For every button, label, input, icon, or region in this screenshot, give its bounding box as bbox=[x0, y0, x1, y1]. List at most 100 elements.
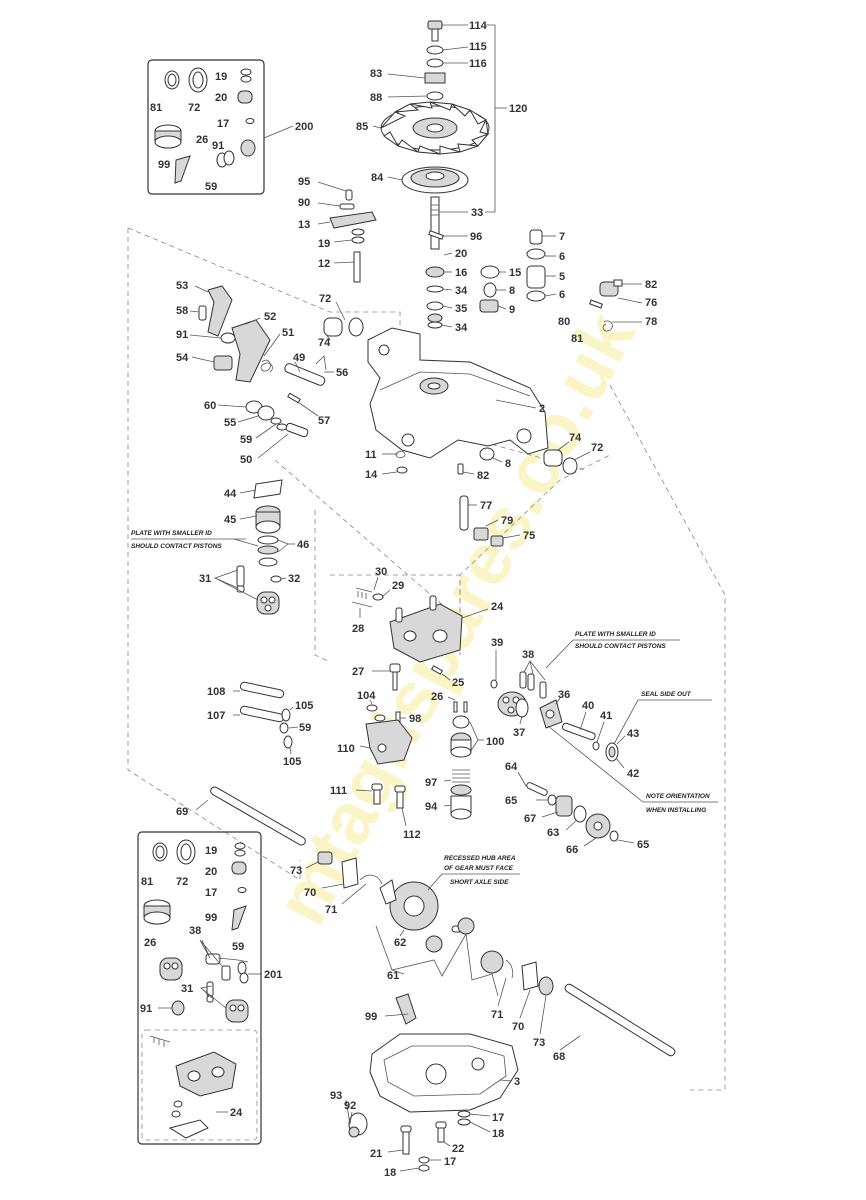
label-77: 77 bbox=[480, 500, 492, 512]
label-55: 55 bbox=[224, 417, 236, 429]
label-116: 116 bbox=[469, 58, 487, 70]
label-111: 111 bbox=[330, 785, 347, 797]
kit1-label-81: 81 bbox=[150, 102, 162, 114]
label-38-a: 38 bbox=[522, 649, 534, 661]
label-21: 21 bbox=[370, 1148, 382, 1160]
kit1-label-17: 17 bbox=[217, 118, 229, 130]
label-29: 29 bbox=[392, 580, 404, 592]
label-16: 16 bbox=[455, 267, 467, 279]
label-35: 35 bbox=[455, 303, 467, 315]
label-65-a: 65 bbox=[505, 795, 517, 807]
label-30: 30 bbox=[375, 566, 387, 578]
label-17-a: 17 bbox=[492, 1112, 504, 1124]
label-110: 110 bbox=[337, 743, 355, 755]
kit1-label-26: 26 bbox=[196, 134, 208, 146]
label-104: 104 bbox=[357, 690, 376, 702]
right-mid-parts: 77 79 75 bbox=[459, 495, 535, 547]
bracket-110: 104 98 110 bbox=[337, 690, 421, 765]
kit1-label-200: 200 bbox=[295, 121, 313, 133]
label-82-b: 82 bbox=[477, 470, 489, 482]
label-97: 97 bbox=[425, 777, 437, 789]
housing-small-parts: 11 14 8 82 bbox=[365, 447, 511, 482]
note-hub-1: RECESSED HUB AREA bbox=[444, 855, 516, 862]
label-70-b: 70 bbox=[512, 1021, 524, 1033]
label-92: 92 bbox=[344, 1100, 356, 1112]
label-71-b: 71 bbox=[491, 1009, 503, 1021]
right-pump-parts: 39 38 36 37 40 41 43 42 PLATE WITH SMALL… bbox=[490, 631, 718, 814]
label-68: 68 bbox=[553, 1051, 565, 1063]
label-71-a: 71 bbox=[325, 904, 337, 916]
label-79: 79 bbox=[501, 515, 513, 527]
label-98: 98 bbox=[409, 713, 421, 725]
left-pump-stack: 44 45 46 31 32 PLATE WITH SMALLER ID SHO… bbox=[131, 479, 309, 615]
label-69: 69 bbox=[176, 806, 188, 818]
kit1-label-99: 99 bbox=[158, 159, 170, 171]
note-hub-2: OF GEAR MUST FACE bbox=[444, 865, 514, 872]
label-74-a: 74 bbox=[318, 337, 331, 349]
label-94: 94 bbox=[425, 801, 438, 813]
left-pins-108-107: 108 105 107 59 105 bbox=[207, 681, 313, 768]
label-73-b: 73 bbox=[533, 1037, 545, 1049]
note-seal-side: SEAL SIDE OUT bbox=[641, 691, 692, 698]
label-24-a: 24 bbox=[491, 601, 504, 613]
label-70-a: 70 bbox=[304, 887, 316, 899]
label-58: 58 bbox=[176, 305, 188, 317]
label-14: 14 bbox=[365, 469, 378, 481]
label-64: 64 bbox=[505, 761, 518, 773]
label-105-b: 105 bbox=[283, 756, 301, 768]
label-17-b: 17 bbox=[444, 1156, 456, 1168]
kit2-label-24: 24 bbox=[230, 1107, 243, 1119]
label-3: 3 bbox=[514, 1076, 520, 1088]
label-74-b: 74 bbox=[569, 432, 582, 444]
label-99-a: 99 bbox=[365, 1011, 377, 1023]
label-78: 78 bbox=[645, 316, 657, 328]
label-60: 60 bbox=[204, 400, 216, 412]
label-50: 50 bbox=[240, 454, 252, 466]
kit1-label-59: 59 bbox=[205, 181, 217, 193]
kit1-label-20: 20 bbox=[215, 92, 227, 104]
label-36: 36 bbox=[558, 689, 570, 701]
label-34-b: 34 bbox=[455, 322, 468, 334]
note-plate-right-2: SHOULD CONTACT PISTONS bbox=[575, 643, 666, 650]
label-59-a: 59 bbox=[240, 434, 252, 446]
label-93: 93 bbox=[330, 1090, 342, 1102]
kit1-label-72: 72 bbox=[188, 102, 200, 114]
label-112: 112 bbox=[403, 829, 421, 841]
label-15: 15 bbox=[509, 267, 521, 279]
kit2-label-99: 99 bbox=[205, 912, 217, 924]
fan-pulley-assembly: 114 115 116 83 88 120 85 84 33 bbox=[356, 20, 527, 250]
label-13: 13 bbox=[298, 219, 310, 231]
kit2-label-26: 26 bbox=[144, 937, 156, 949]
label-8-b: 8 bbox=[505, 458, 511, 470]
kit2-label-91: 91 bbox=[140, 1003, 152, 1015]
label-6-a: 6 bbox=[559, 251, 565, 263]
bottom-fasteners: 93 92 17 18 22 21 17 18 bbox=[330, 1090, 504, 1179]
label-42: 42 bbox=[627, 768, 639, 780]
label-28: 28 bbox=[352, 623, 364, 635]
label-32: 32 bbox=[288, 573, 300, 585]
label-81-a: 81 bbox=[571, 333, 583, 345]
label-44: 44 bbox=[224, 488, 237, 500]
left-axle-parts: 69 73 70 71 bbox=[176, 786, 383, 916]
label-40: 40 bbox=[582, 700, 594, 712]
kit-box-200: 81 72 19 20 17 26 91 99 59 200 bbox=[147, 59, 313, 195]
label-52: 52 bbox=[264, 311, 276, 323]
kit2-label-20: 20 bbox=[205, 866, 217, 878]
label-56: 56 bbox=[336, 367, 348, 379]
kit2-label-31: 31 bbox=[181, 983, 193, 995]
label-84: 84 bbox=[371, 172, 384, 184]
label-12: 12 bbox=[318, 258, 330, 270]
left-linkage-parts: 53 58 52 91 51 54 49 56 60 55 57 59 50 bbox=[176, 280, 348, 466]
label-80: 80 bbox=[558, 316, 570, 328]
note-plate-right-1: PLATE WITH SMALLER ID bbox=[575, 631, 656, 638]
label-54: 54 bbox=[176, 352, 189, 364]
label-95: 95 bbox=[298, 176, 310, 188]
label-88: 88 bbox=[370, 92, 382, 104]
label-63: 63 bbox=[547, 827, 559, 839]
label-20-a: 20 bbox=[455, 248, 467, 260]
label-75: 75 bbox=[523, 530, 535, 542]
label-49: 49 bbox=[293, 352, 305, 364]
control-arm-parts: 95 90 13 19 12 96 bbox=[298, 176, 482, 283]
label-85: 85 bbox=[356, 121, 368, 133]
label-31-a: 31 bbox=[199, 573, 211, 585]
